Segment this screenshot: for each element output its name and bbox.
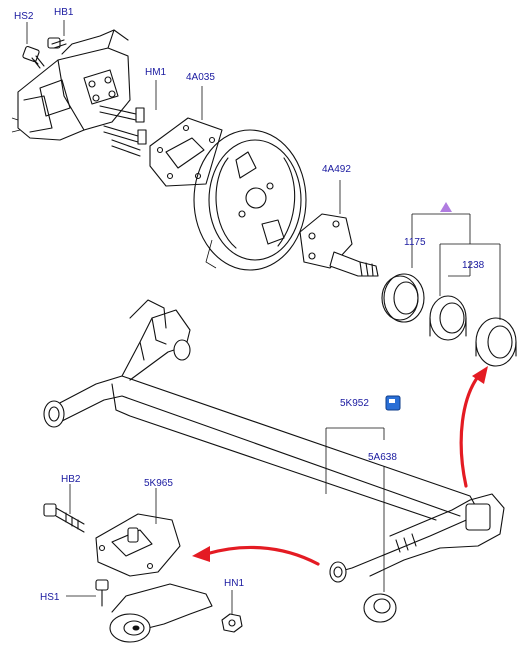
label-1175: 1175 (404, 237, 426, 248)
label-4a492: 4A492 (322, 164, 351, 175)
label-1238: 1238 (462, 260, 485, 271)
label-5a638: 5A638 (368, 452, 397, 463)
leaders-5k952-5a638 (325, 427, 385, 592)
mount-bushing-bottom (109, 583, 213, 643)
group-triangle-marker (440, 202, 452, 212)
bolt-hb1 (47, 20, 67, 49)
group-leaders-1175-1238 (411, 213, 501, 320)
label-hs2-top: HS2 (14, 11, 34, 22)
bearings-1238 (429, 295, 517, 367)
bolt-hb2 (43, 484, 85, 533)
label-hs1: HS1 (40, 592, 60, 603)
service-info-icon[interactable] (385, 395, 401, 411)
bolt-hs2-top (22, 22, 45, 69)
red-arrow-right (459, 372, 482, 488)
red-arrow-left (204, 545, 320, 566)
label-hb1: HB1 (54, 7, 74, 18)
plate-4a035 (149, 86, 223, 187)
nut-hn1 (221, 590, 243, 633)
twist-beam-axle (43, 299, 505, 583)
bushing-5a638 (363, 593, 397, 623)
red-arrow-right-head (472, 366, 488, 384)
label-hm1: HM1 (145, 67, 167, 78)
label-5k952: 5K952 (340, 398, 369, 409)
label-5k965: 5K965 (144, 478, 173, 489)
label-hb2: HB2 (61, 474, 81, 485)
bracket-5k965 (95, 488, 181, 577)
mounting-bracket-top (11, 29, 131, 141)
hub-spindle-4a492 (299, 180, 379, 277)
label-4a035: 4A035 (186, 72, 215, 83)
bolts-hm1 (99, 80, 157, 157)
red-arrow-left-head (192, 546, 210, 562)
brake-backing-plate (193, 129, 307, 271)
seal-1175 (381, 273, 425, 323)
bolt-hs1 (66, 579, 109, 607)
label-hn1: HN1 (224, 578, 244, 589)
